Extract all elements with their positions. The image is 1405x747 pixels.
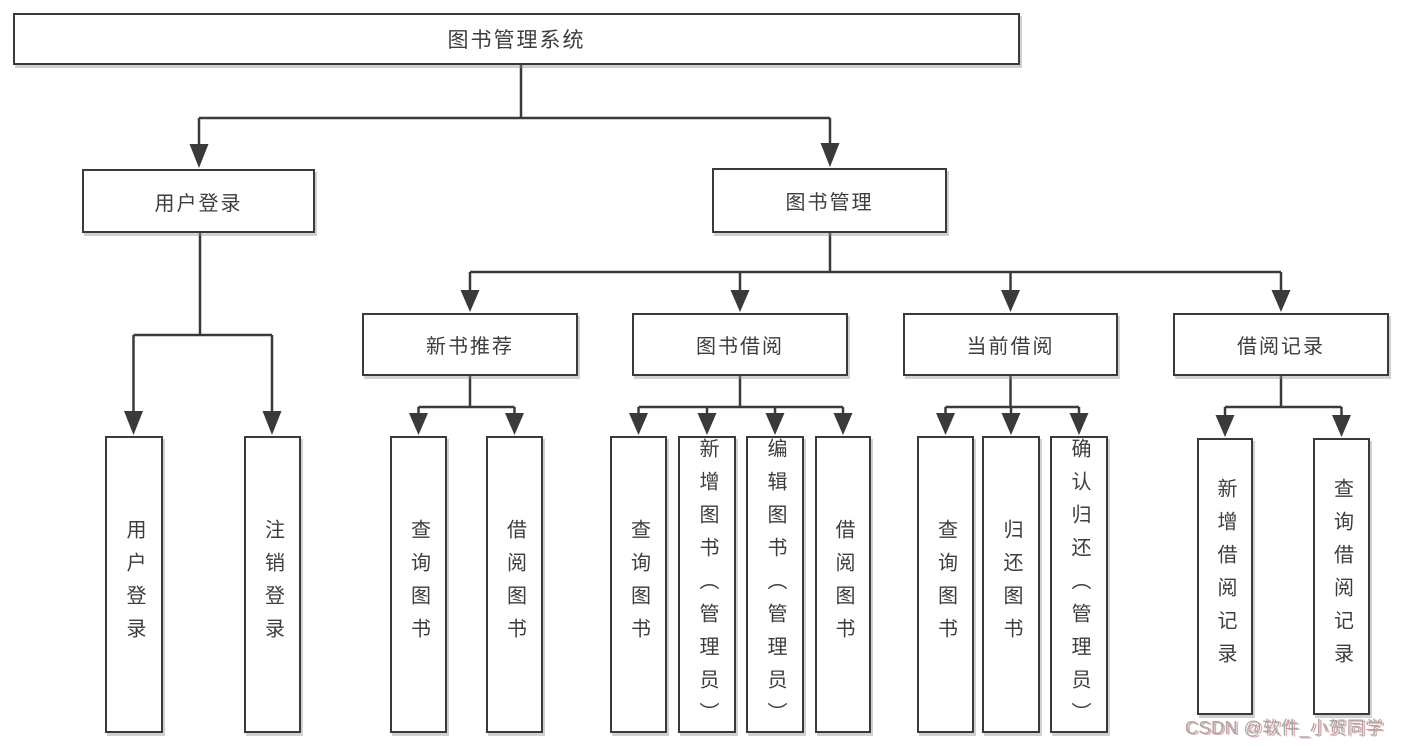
node-label: 借阅记录: [1237, 336, 1325, 358]
node-current-borrowing: 当前借阅: [903, 313, 1118, 376]
node-book-management: 图书管理: [712, 168, 947, 233]
node-new-book-recommend: 新书推荐: [362, 313, 578, 376]
arrowhead: [505, 413, 524, 435]
node-book-borrowing: 图书借阅: [632, 313, 848, 376]
arrowhead: [262, 411, 282, 435]
connector-borrow-records-children: [1223, 376, 1343, 419]
leaf-user-login: 用户登录: [105, 436, 163, 733]
leaf-add-book-admin: 新增图书（管理员）: [678, 436, 736, 735]
node-library-system: 图书管理系统: [13, 13, 1020, 65]
arrowhead: [833, 413, 853, 435]
node-label: 用户登录: [123, 518, 145, 651]
arrowhead: [124, 411, 143, 435]
node-label: 注销登录: [261, 518, 284, 651]
node-label: 编辑图书（管理员）: [764, 438, 786, 735]
node-label: 查询图书: [627, 518, 650, 651]
node-label: 新增图书（管理员）: [696, 438, 718, 735]
node-label: 图书管理系统: [447, 29, 586, 52]
arrowhead: [460, 290, 480, 312]
leaf-return-book: 归还图书: [982, 436, 1040, 733]
leaf-edit-book-admin: 编辑图书（管理员）: [746, 436, 804, 735]
arrowhead: [1001, 290, 1020, 312]
arrowhead: [1332, 415, 1351, 437]
node-label: 借阅图书: [832, 518, 854, 651]
leaf-borrow-books: 借阅图书: [815, 436, 871, 733]
arrowhead: [820, 143, 840, 167]
leaf-query-books-recommend: 查询图书: [390, 436, 447, 733]
leaf-borrow-books-recommend: 借阅图书: [486, 436, 543, 733]
node-label: 查询图书: [407, 518, 430, 651]
node-borrowing-records: 借阅记录: [1173, 313, 1389, 376]
leaf-query-books-borrowing: 查询图书: [610, 436, 667, 733]
arrowhead: [1271, 290, 1291, 312]
node-label: 确认归还（管理员）: [1068, 438, 1090, 735]
arrowhead: [730, 290, 750, 312]
arrowhead: [697, 413, 717, 435]
leaf-logout: 注销登录: [244, 436, 301, 733]
node-label: 借阅图书: [503, 518, 526, 651]
arrowhead: [629, 413, 648, 435]
arrowhead: [189, 144, 209, 168]
connector-user-login-children: [132, 233, 274, 415]
node-label: 当前借阅: [966, 336, 1055, 358]
arrowhead: [765, 413, 785, 435]
node-label: 归还图书: [1000, 518, 1022, 651]
arrowhead: [936, 413, 955, 435]
leaf-confirm-return-admin: 确认归还（管理员）: [1050, 436, 1108, 735]
node-label: 用户登录: [154, 192, 243, 215]
csdn-watermark: CSDN @软件_小贺同学: [1185, 718, 1384, 738]
leaf-query-borrow-record: 查询借阅记录: [1313, 438, 1370, 715]
connector-book-mgmt-children: [468, 233, 1283, 294]
arrowhead: [1001, 413, 1021, 435]
connector-book-borrow-children: [637, 376, 845, 417]
node-label: 新书推荐: [426, 336, 514, 358]
arrowheads: [124, 143, 1351, 437]
arrowhead: [409, 413, 428, 435]
arrowhead: [1215, 415, 1235, 437]
arrowhead: [1069, 413, 1089, 435]
node-label: 查询图书: [934, 518, 957, 651]
connector-current-borrow-children: [944, 376, 1081, 417]
leaf-add-borrow-record: 新增借阅记录: [1197, 438, 1253, 715]
connector-new-book-children: [417, 376, 516, 417]
node-label: 图书管理: [785, 192, 874, 214]
node-label: 新增借阅记录: [1214, 477, 1236, 676]
node-label: 查询借阅记录: [1330, 477, 1353, 676]
node-user-login: 用户登录: [82, 169, 315, 233]
node-label: 图书借阅: [696, 336, 784, 358]
connector-root-to-level2: [197, 64, 832, 148]
leaf-query-books-current: 查询图书: [917, 436, 974, 733]
